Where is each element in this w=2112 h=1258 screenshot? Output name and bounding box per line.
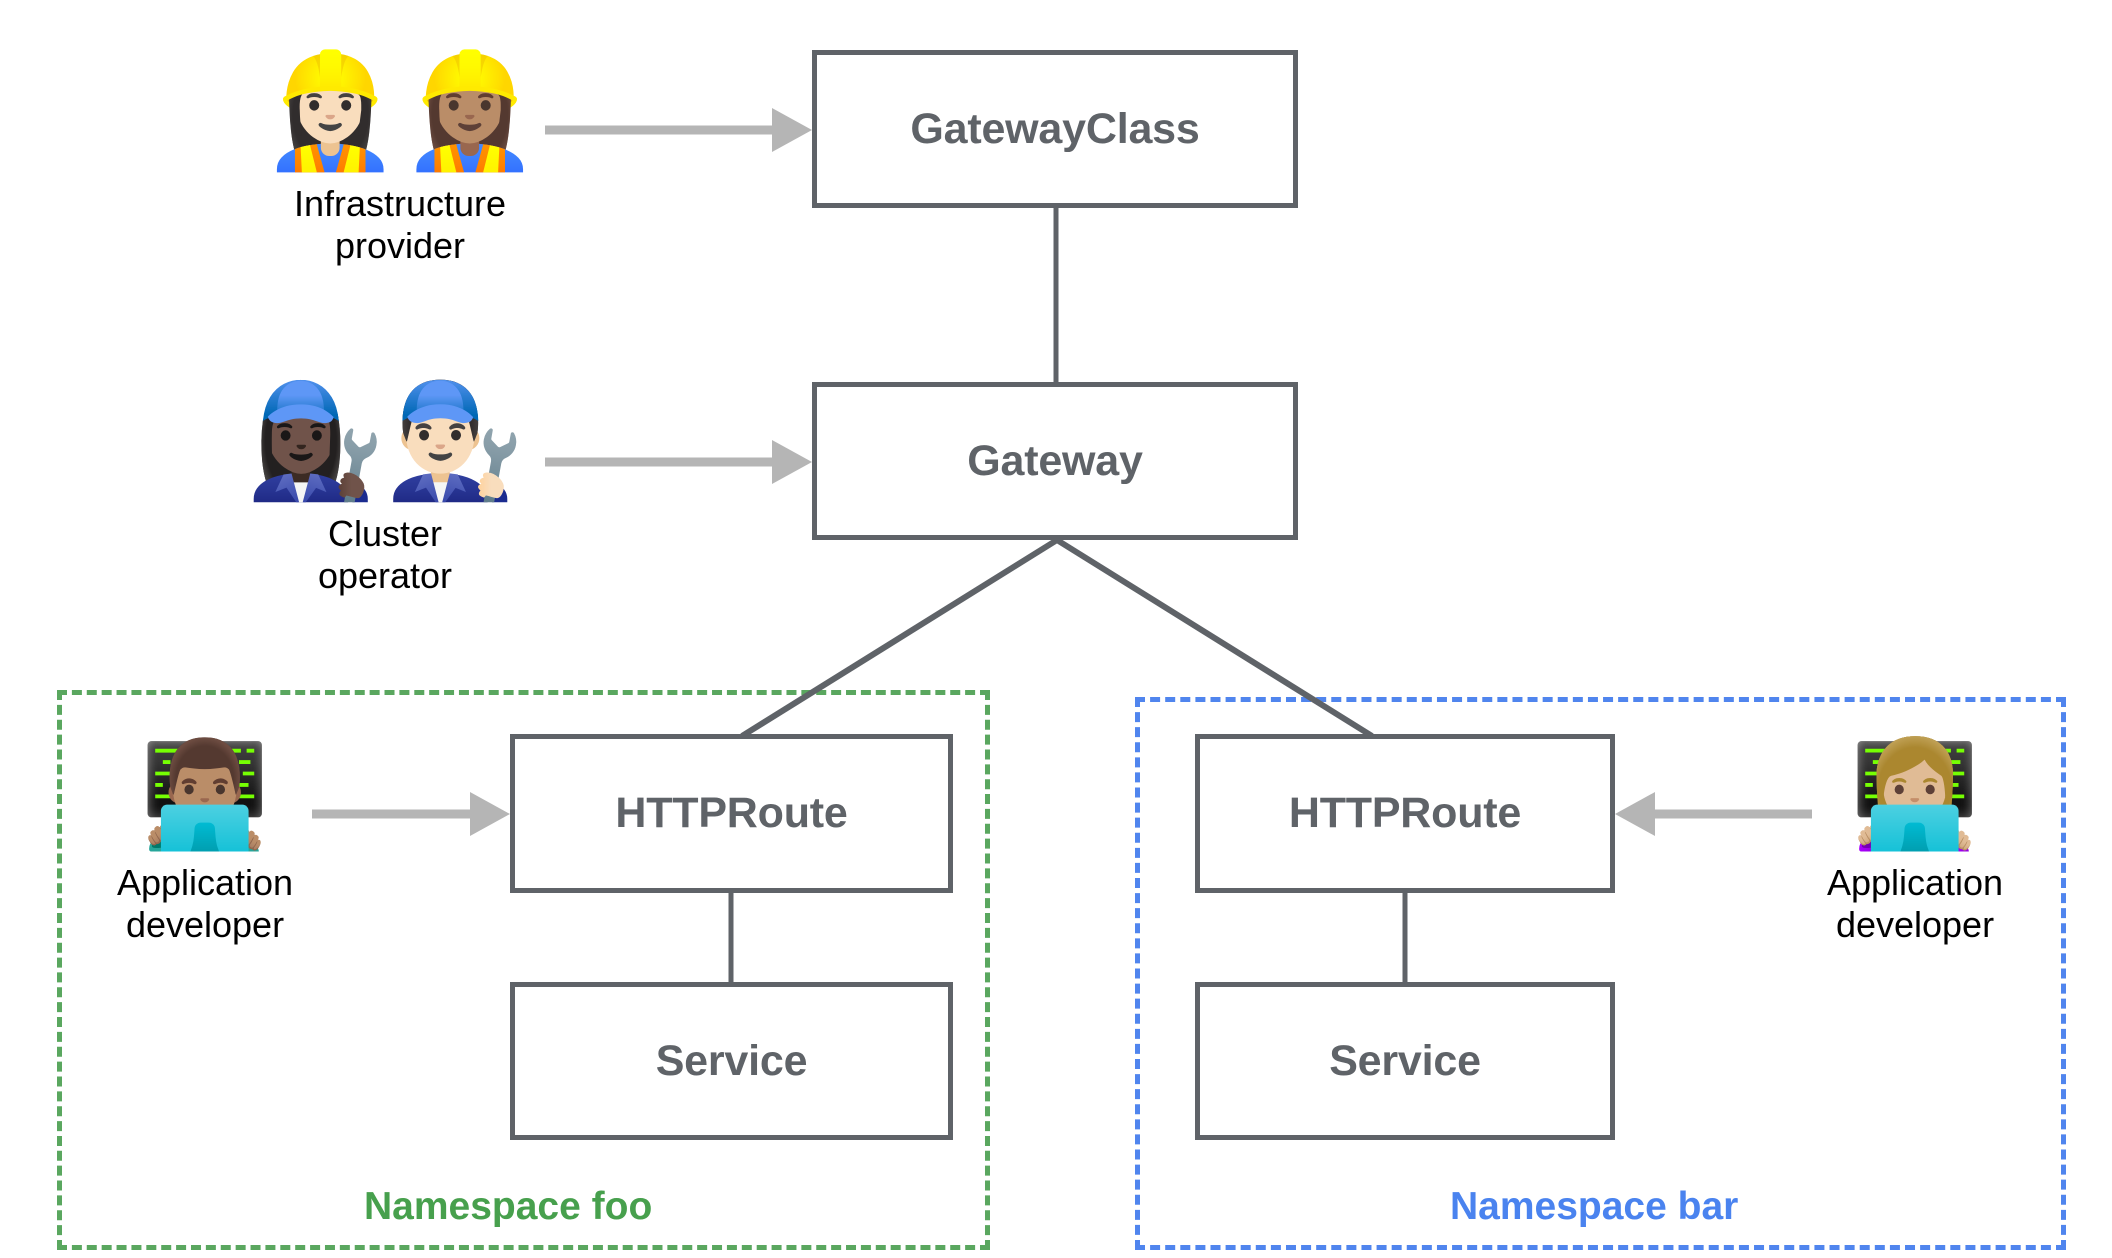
arrow-cluster-operator-to-gateway <box>545 440 812 484</box>
woman-technologist-icon: 👩🏼‍💻 <box>1850 733 1980 855</box>
gatewayclass-box[interactable]: GatewayClass <box>812 50 1298 208</box>
httproute-foo-box[interactable]: HTTPRoute <box>510 734 953 893</box>
service-foo-box[interactable]: Service <box>510 982 953 1140</box>
namespace-foo-container <box>57 690 990 1250</box>
httproute-foo-label: HTTPRoute <box>615 789 848 837</box>
man-technologist-icon: 👨🏽‍💻 <box>140 733 270 855</box>
gatewayclass-label: GatewayClass <box>910 104 1200 153</box>
infrastructure-provider-caption: Infrastructure provider <box>293 183 507 267</box>
service-bar-box[interactable]: Service <box>1195 982 1615 1140</box>
persona-application-developer-foo: 👨🏽‍💻 Application developer <box>90 742 320 947</box>
httproute-bar-label: HTTPRoute <box>1288 789 1522 837</box>
woman-construction-worker-icon: 👷🏻‍♀️👷🏽‍♀️ <box>260 46 540 176</box>
namespace-bar-container <box>1135 697 2066 1250</box>
application-developer-bar-caption: Application developer <box>1826 862 2004 946</box>
namespace-bar-label: Namespace bar <box>1450 1185 1739 1228</box>
service-foo-label: Service <box>655 1036 808 1085</box>
application-developer-foo-caption: Application developer <box>116 862 294 946</box>
gateway-label: Gateway <box>967 436 1143 485</box>
gateway-box[interactable]: Gateway <box>812 382 1298 540</box>
cluster-operator-caption: Cluster operator <box>317 513 453 597</box>
httproute-bar-box[interactable]: HTTPRoute <box>1195 734 1615 893</box>
persona-application-developer-bar: 👩🏼‍💻 Application developer <box>1800 742 2030 947</box>
mechanic-icon: 👩🏿‍🔧👨🏻‍🔧 <box>245 376 525 506</box>
persona-cluster-operator: 👩🏿‍🔧👨🏻‍🔧 Cluster operator <box>195 385 575 598</box>
persona-infrastructure-provider: 👷🏻‍♀️👷🏽‍♀️ Infrastructure provider <box>210 55 590 268</box>
namespace-foo-label: Namespace foo <box>364 1185 653 1228</box>
service-bar-label: Service <box>1329 1036 1481 1085</box>
